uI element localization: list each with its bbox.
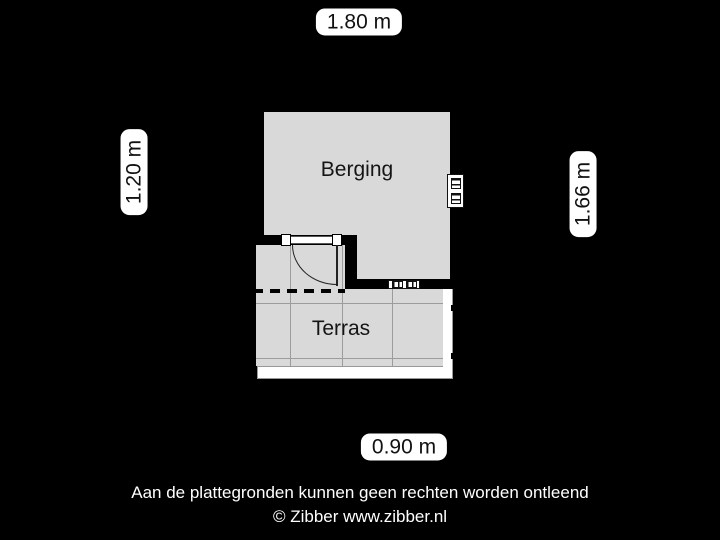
tile-line-vertical [290, 245, 291, 366]
vent-grille-bottom [388, 280, 420, 289]
arrowhead-up-icon [575, 110, 590, 125]
dashed-overhang-line [253, 289, 345, 293]
grille-slat [451, 178, 461, 189]
terrace-edge-strip [257, 366, 453, 379]
wall-inner-corner [345, 245, 357, 279]
footer-copyright: © Zibber www.zibber.nl [272, 507, 448, 526]
tile-line-vertical [392, 245, 393, 366]
room-floor-extension [357, 235, 450, 279]
grille-slat [392, 281, 403, 288]
arrowhead-up-icon [126, 107, 141, 122]
tile-line-horizontal [256, 303, 443, 304]
boundary-dash [451, 353, 455, 359]
door-threshold [291, 236, 333, 244]
dimension-label-top: 1.80 m [315, 8, 403, 36]
boundary-dash [451, 305, 455, 311]
room-floor-main [264, 112, 450, 235]
wall-top [253, 102, 462, 112]
footer-disclaimer: Aan de plattegronden kunnen geen rechten… [131, 483, 589, 502]
arrowhead-right-icon [437, 15, 452, 30]
door-post-left [281, 234, 291, 246]
terrace-label: Terras [311, 317, 371, 340]
tile-line-vertical [342, 245, 343, 366]
terrace-edge-right [443, 289, 453, 367]
wall-left [253, 112, 264, 245]
dimension-label-right: 1.66 m [568, 150, 597, 238]
dashed-boundary-left [252, 246, 256, 378]
room-label-berging: Berging [320, 158, 394, 181]
dimension-label-bottom: 0.90 m [360, 433, 448, 461]
arrowhead-down-icon [126, 219, 141, 234]
door-leaf [336, 245, 338, 286]
arrowhead-left-icon [263, 15, 278, 30]
grille-slat [406, 281, 417, 288]
dimension-label-left: 1.20 m [119, 128, 148, 216]
tile-line-horizontal [256, 358, 443, 359]
arrowhead-down-icon [575, 260, 590, 275]
grille-slat [451, 193, 461, 204]
